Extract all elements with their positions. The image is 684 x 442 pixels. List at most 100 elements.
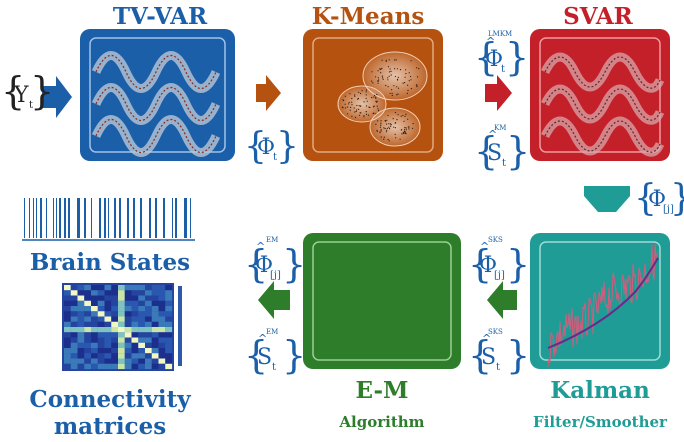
scatter-dot <box>375 100 377 102</box>
heatmap-cell <box>104 306 112 312</box>
heatmap-cell <box>165 332 173 338</box>
heatmap-cell <box>118 358 125 364</box>
heatmap-cell <box>77 337 85 343</box>
heatmap-cell <box>84 295 92 301</box>
heatmap-cell <box>84 300 92 307</box>
svg-text:SKS: SKS <box>488 328 503 336</box>
svg-text:^: ^ <box>480 240 489 253</box>
scatter-dot <box>365 113 368 115</box>
heatmap-cell <box>131 311 139 317</box>
svg-text:}: } <box>276 126 299 167</box>
scatter-dot <box>381 59 383 61</box>
heatmap-cell <box>158 348 166 354</box>
svg-text:{: { <box>474 129 498 173</box>
phi-sks-label: { SKS ^ Φ [j] } <box>468 236 530 286</box>
scatter-dot <box>396 78 399 80</box>
scatter-dot <box>385 131 388 133</box>
scatter-dot <box>382 78 384 80</box>
heatmap-cell <box>64 285 71 291</box>
scatter-dot <box>405 127 407 129</box>
scatter-dot <box>349 109 351 111</box>
arrow-tvvar-to-kmeans <box>256 75 281 111</box>
s-sks-label: { SKS ^ S t } <box>468 328 530 377</box>
heatmap-cell <box>158 358 166 364</box>
scatter-dot <box>365 94 367 96</box>
em-box <box>303 233 461 369</box>
heatmap-cell <box>145 337 152 343</box>
scatter-dot <box>365 89 367 91</box>
barcode-bar <box>53 198 54 238</box>
heatmap-cell <box>138 327 146 333</box>
scatter-dot <box>359 105 361 107</box>
scatter-dot <box>351 104 353 106</box>
scatter-dot <box>356 109 358 111</box>
heatmap-cell <box>145 342 152 349</box>
barcode-bar <box>36 198 37 238</box>
heatmap-cell <box>165 327 173 333</box>
heatmap-cell <box>84 290 92 296</box>
heatmap-cell <box>91 316 98 322</box>
barcode-bar <box>119 198 121 238</box>
heatmap-cell <box>165 300 173 307</box>
kmeans-clusters <box>337 51 428 147</box>
heatmap-cell <box>138 342 146 349</box>
heatmap-cell <box>158 363 166 370</box>
heatmap-cell <box>131 295 139 301</box>
svg-text:EM: EM <box>266 236 278 244</box>
svg-text:}: } <box>506 333 530 377</box>
heatmap-cell <box>158 321 166 328</box>
heatmap-cell <box>64 342 71 349</box>
brain-states-barcode <box>24 198 191 238</box>
scatter-dot <box>388 140 390 142</box>
heatmap-cell <box>151 290 159 296</box>
heatmap-cell <box>70 321 78 328</box>
heatmap-cell <box>131 363 139 370</box>
heatmap-cell <box>97 290 105 296</box>
scatter-dot <box>380 122 382 124</box>
scatter-dot <box>391 89 393 91</box>
scatter-dot <box>341 106 344 108</box>
heatmap-cell <box>104 327 112 333</box>
barcode-bar <box>104 198 106 238</box>
heatmap-cell <box>104 358 112 364</box>
heatmap-cell <box>131 327 139 333</box>
heatmap-cell <box>124 332 132 338</box>
heatmap-cell <box>124 285 132 291</box>
scatter-dot <box>388 123 390 125</box>
scatter-dot <box>410 88 412 90</box>
heatmap-cell <box>165 295 173 301</box>
tvvar-box <box>80 29 235 161</box>
scatter-dot <box>380 124 382 126</box>
scatter-dot <box>407 84 409 86</box>
scatter-dot <box>408 80 410 82</box>
heatmap-cell <box>104 321 112 328</box>
heatmap-cell <box>97 300 105 307</box>
scatter-dot <box>401 133 403 135</box>
scatter-dot <box>394 75 396 78</box>
heatmap-cell <box>70 300 78 307</box>
heatmap-cell <box>131 332 139 338</box>
heatmap-cell <box>118 342 125 349</box>
scatter-dot <box>391 94 393 97</box>
svg-text:t: t <box>502 158 506 169</box>
barcode-bar <box>140 198 142 238</box>
phi-lmkm-label: { LMKM ^ Φ t } <box>474 30 529 79</box>
heatmap-cell <box>64 321 71 328</box>
scatter-dot <box>349 93 351 95</box>
heatmap-cell <box>151 348 159 354</box>
svg-text:{: { <box>468 333 492 377</box>
barcode-bar <box>56 198 57 238</box>
scatter-dot <box>397 87 400 89</box>
scatter-dot <box>356 104 358 107</box>
heatmap-cell <box>158 342 166 349</box>
heatmap-cell <box>77 295 85 301</box>
heatmap-cell <box>165 316 173 322</box>
scatter-dot <box>404 131 406 133</box>
scatter-dot <box>354 95 356 97</box>
scatter-dot <box>386 119 388 121</box>
scatter-dot <box>380 130 382 132</box>
heatmap-cell <box>104 353 112 359</box>
heatmap-cell <box>97 363 105 370</box>
heatmap-cell <box>91 363 98 370</box>
heatmap-cell <box>70 327 78 333</box>
